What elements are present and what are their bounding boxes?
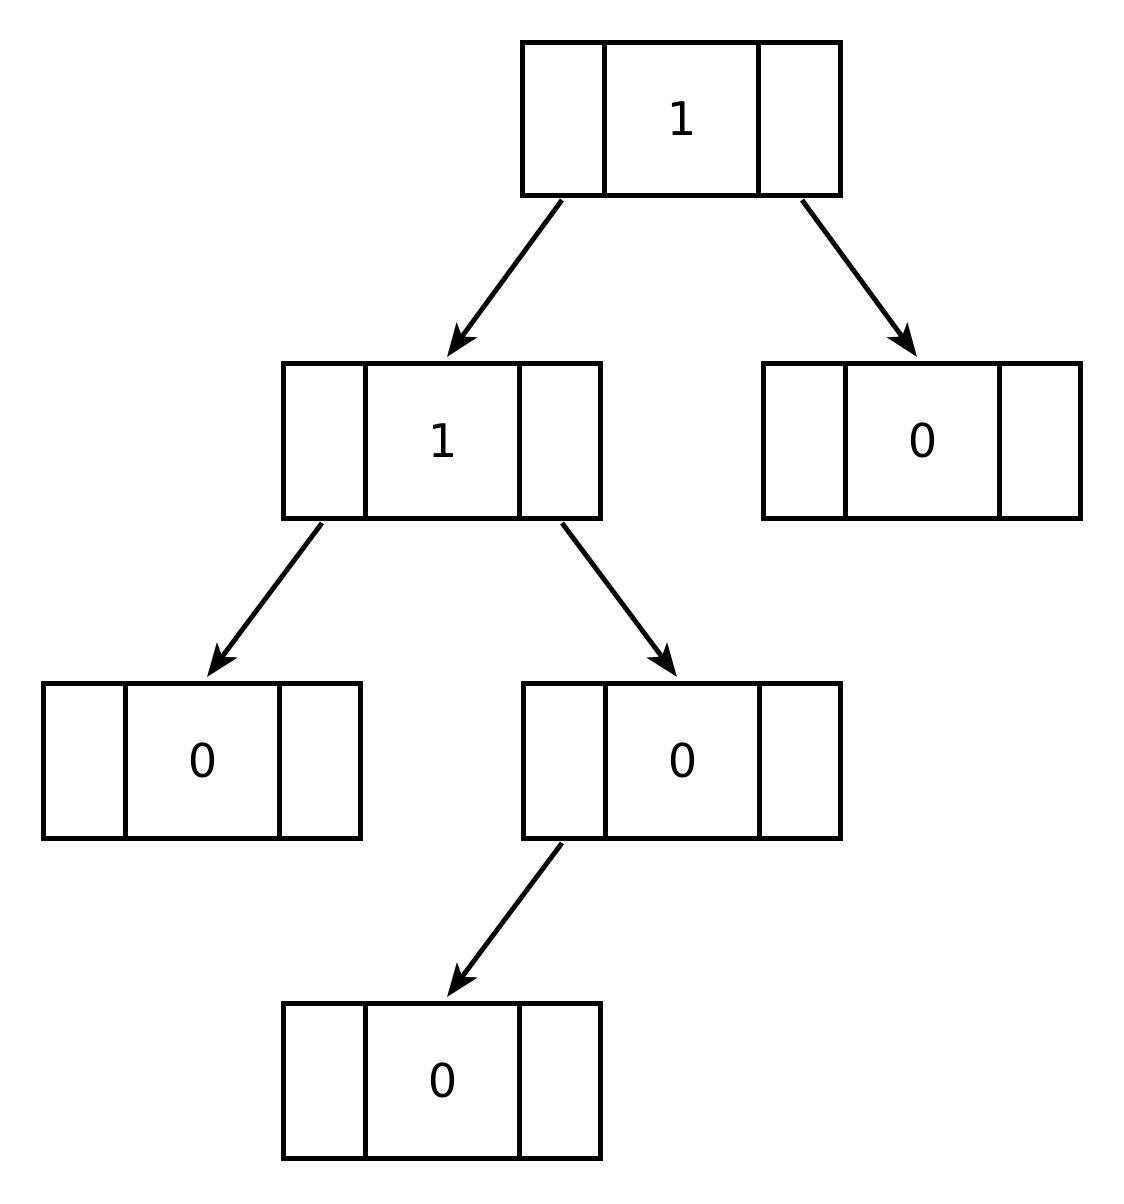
node-left-pointer-cell[interactable] bbox=[526, 686, 608, 836]
tree-edge bbox=[799, 198, 917, 357]
edge-arrowhead bbox=[646, 641, 677, 677]
tree-node[interactable]: 0 bbox=[41, 681, 363, 841]
node-left-pointer-cell[interactable] bbox=[46, 686, 128, 836]
tree-node[interactable]: 1 bbox=[281, 361, 603, 521]
node-value-cell: 0 bbox=[608, 686, 757, 836]
tree-edge bbox=[207, 521, 325, 677]
node-value-cell: 1 bbox=[368, 366, 517, 516]
node-left-pointer-cell[interactable] bbox=[525, 45, 607, 193]
tree-node[interactable]: 0 bbox=[521, 681, 843, 841]
node-right-pointer-cell[interactable] bbox=[756, 45, 838, 193]
node-right-pointer-cell[interactable] bbox=[757, 686, 838, 836]
node-right-pointer-cell[interactable] bbox=[997, 366, 1078, 516]
edge-arrowhead bbox=[207, 641, 238, 677]
edge-line bbox=[799, 198, 905, 339]
node-left-pointer-cell[interactable] bbox=[286, 1006, 368, 1156]
node-left-pointer-cell[interactable] bbox=[286, 366, 368, 516]
edge-arrowhead bbox=[447, 961, 478, 997]
edge-line bbox=[219, 521, 325, 659]
edge-arrowhead bbox=[886, 321, 917, 357]
tree-node[interactable]: 0 bbox=[761, 361, 1083, 521]
edge-line bbox=[559, 521, 665, 659]
tree-node[interactable]: 1 bbox=[520, 40, 843, 198]
edge-arrowhead bbox=[447, 321, 478, 357]
node-value-cell: 0 bbox=[368, 1006, 517, 1156]
node-value-cell: 1 bbox=[607, 45, 756, 193]
node-right-pointer-cell[interactable] bbox=[517, 366, 598, 516]
tree-edge bbox=[447, 841, 565, 997]
node-right-pointer-cell[interactable] bbox=[517, 1006, 598, 1156]
node-left-pointer-cell[interactable] bbox=[766, 366, 848, 516]
tree-node[interactable]: 0 bbox=[281, 1001, 603, 1161]
node-value-cell: 0 bbox=[848, 366, 997, 516]
tree-edge bbox=[559, 521, 677, 677]
node-right-pointer-cell[interactable] bbox=[277, 686, 358, 836]
tree-edge bbox=[447, 198, 565, 357]
edge-line bbox=[459, 841, 565, 979]
edge-line bbox=[459, 198, 565, 339]
node-value-cell: 0 bbox=[128, 686, 277, 836]
